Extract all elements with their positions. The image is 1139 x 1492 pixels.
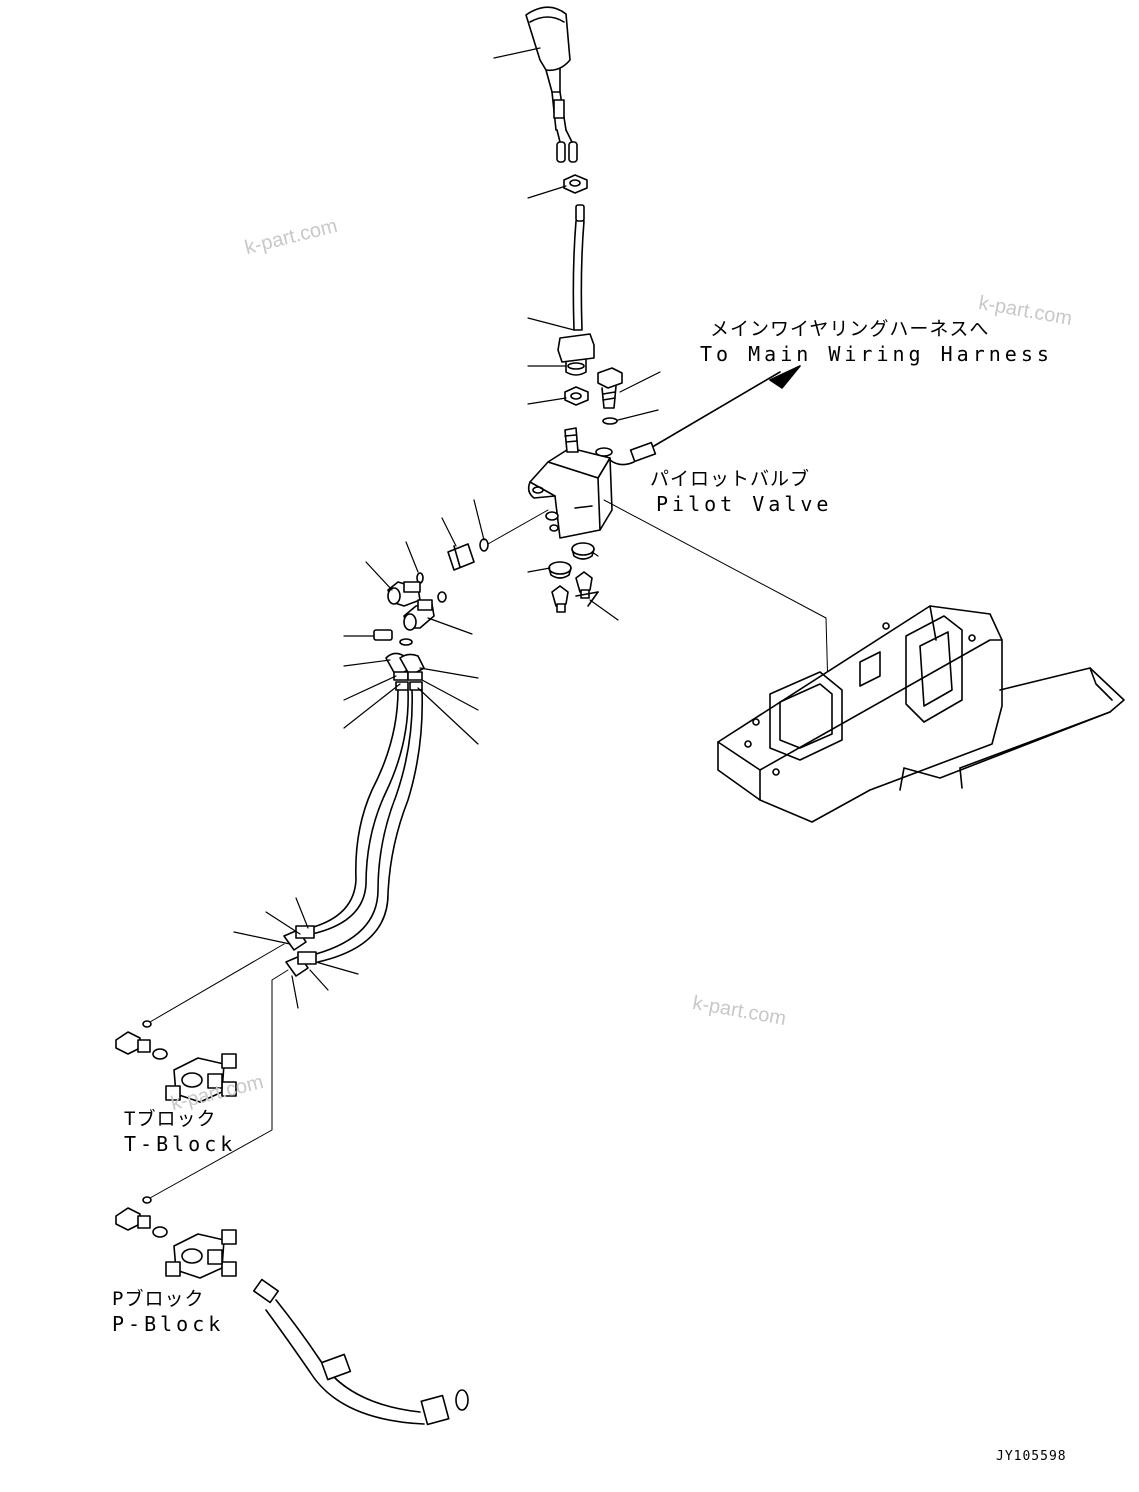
pilot-hoses [309, 689, 424, 963]
t-block [115, 1031, 237, 1103]
elbow-adapters [387, 581, 435, 631]
side-adapter [416, 509, 549, 603]
p-block-label-en: P-Block [112, 1312, 225, 1336]
pblock-oring [142, 1196, 152, 1204]
sleeve-and-oring [373, 629, 413, 646]
t-block-label-jp: Tブロック [124, 1108, 217, 1130]
hose-fittings-upper [385, 652, 425, 691]
drawing-code: JY105598 [996, 1449, 1067, 1464]
t-block-label-en: T-Block [124, 1132, 237, 1156]
hose-fittings-lower [283, 925, 317, 977]
valve-port-fittings [551, 571, 599, 613]
lever-knob [525, 6, 578, 163]
console-housing [717, 605, 1125, 823]
supply-hose [252, 1278, 469, 1426]
lever-rod [557, 204, 595, 376]
washer [602, 417, 618, 425]
pilot-valve-label-en: Pilot Valve [656, 492, 833, 516]
leader-to-pblock [149, 969, 289, 1199]
hose-clamps [548, 542, 595, 579]
bolt [597, 367, 623, 409]
harness-label-jp: メインワイヤリングハーネスへ [710, 318, 990, 340]
pilot-valve-label-jp: パイロットバルブ [650, 468, 811, 490]
callout-leaders [233, 47, 661, 1009]
leader-to-tblock [149, 943, 285, 1023]
mount-leader-line [603, 499, 829, 691]
valve-connector [609, 371, 781, 466]
pilot-valve-body [527, 427, 613, 539]
tblock-oring [142, 1020, 152, 1028]
nut-lower [564, 386, 589, 406]
p-block [115, 1207, 237, 1279]
nut-upper [563, 174, 588, 194]
p-block-label-jp: Pブロック [112, 1288, 205, 1310]
harness-label-en: To Main Wiring Harness [700, 342, 1053, 366]
harness-arrow [769, 365, 801, 389]
